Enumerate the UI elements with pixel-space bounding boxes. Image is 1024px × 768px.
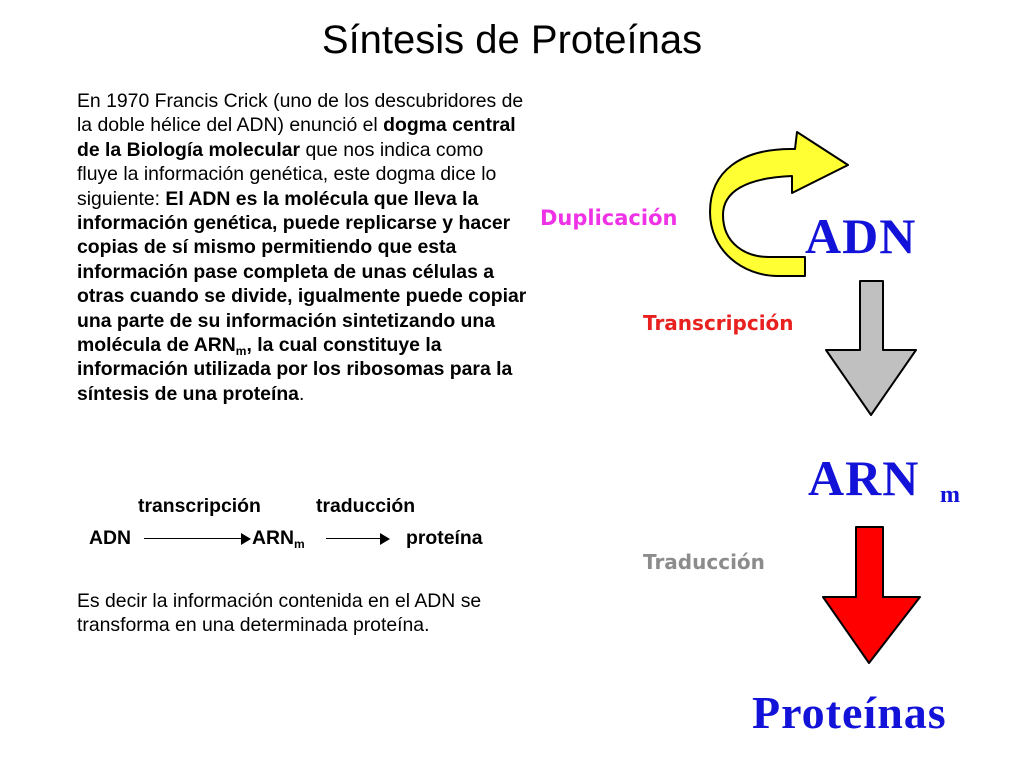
translation-down-arrow-icon <box>822 526 921 664</box>
intro-bold-2: El ADN es la molécula que lleva la infor… <box>77 188 526 405</box>
flow-node-arn-subscript: m <box>294 537 305 551</box>
intro-bold-2-text: El ADN es la molécula que lleva la infor… <box>77 187 527 357</box>
flow-arrow-1-head-icon <box>241 533 251 545</box>
arn-subscript-label: m <box>940 482 960 508</box>
duplication-curved-arrow-icon <box>709 131 849 277</box>
intro-text-1: En 1970 Francis Crick (uno de los descub… <box>77 90 524 137</box>
flow-arrow-1-line <box>144 538 244 539</box>
transcripcion-label: Transcripción <box>643 311 794 335</box>
intro-bold-1: dogma central de la Biología molecular <box>77 114 516 161</box>
intro-text-2: que nos indica como fluye la información… <box>77 138 497 210</box>
intro-bold-3-text: , la cual constituye la información util… <box>77 334 513 405</box>
intro-paragraph: En 1970 Francis Crick (uno de los descub… <box>77 89 527 406</box>
flow-arrow-2-head-icon <box>380 533 390 545</box>
proteinas-label: Proteínas <box>752 687 947 738</box>
flow-node-proteina: proteína <box>406 527 483 549</box>
adn-molecule-label: ADN <box>805 208 917 264</box>
flow-arrow-2-line <box>326 538 383 539</box>
slide-title: Síntesis de Proteínas <box>321 18 703 62</box>
arn-molecule-label: ARN <box>808 450 920 506</box>
traduccion-label: Traducción <box>643 550 765 574</box>
flow-node-arn: ARNm <box>252 526 305 550</box>
flow-labels-row: transcripción traducción <box>138 494 415 518</box>
flow-label-traduccion: traducción <box>316 495 416 517</box>
conclusion-paragraph: Es decir la información contenida en el … <box>77 590 482 637</box>
intro-bold-2-subscript: m <box>235 344 247 359</box>
flow-node-arn-text: ARN <box>252 527 295 549</box>
intro-text-3: . <box>298 382 305 405</box>
flow-label-transcripcion: transcripción <box>138 495 261 517</box>
transcription-down-arrow-icon <box>825 280 917 416</box>
duplicacion-label: Duplicación <box>540 206 678 230</box>
flow-node-adn: ADN <box>89 527 132 549</box>
